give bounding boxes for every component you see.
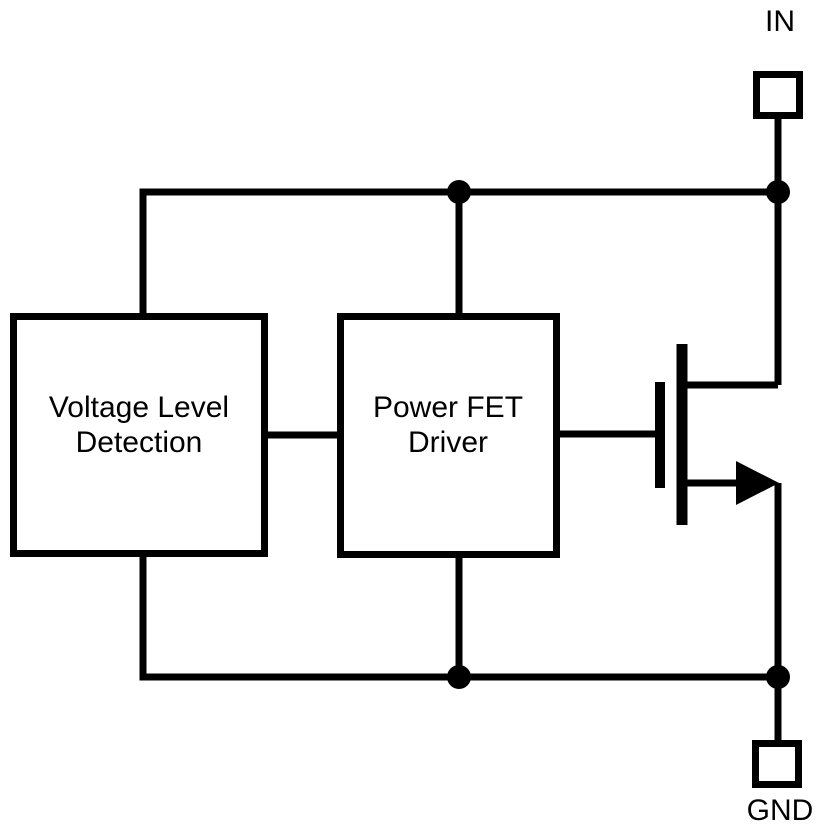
- block-voltage-level-detection-label-line2: Detection: [76, 426, 203, 459]
- junction-dot-top-left: [447, 180, 471, 204]
- mosfet-source-arrow-icon: [736, 461, 779, 505]
- junction-dot-bottom-right: [766, 665, 790, 689]
- block-voltage-level-detection-label-line1: Voltage Level: [49, 391, 229, 424]
- terminal-gnd-label: GND: [747, 794, 814, 827]
- block-power-fet-driver-label-line1: Power FET: [373, 391, 523, 424]
- block-power-fet-driver: [337, 313, 560, 558]
- junction-dot-bottom-left: [447, 665, 471, 689]
- terminal-in-pad: [753, 71, 803, 119]
- terminal-gnd-pad: [752, 740, 802, 788]
- block-voltage-level-detection: [10, 313, 268, 557]
- wire-bottom-bus: [139, 554, 778, 681]
- terminal-in-label: IN: [765, 5, 795, 38]
- block-power-fet-driver-label-line2: Driver: [408, 426, 488, 459]
- junction-dot-top-right: [766, 180, 790, 204]
- power-fet-symbol: [556, 344, 779, 525]
- wire-top-bus: [139, 188, 778, 316]
